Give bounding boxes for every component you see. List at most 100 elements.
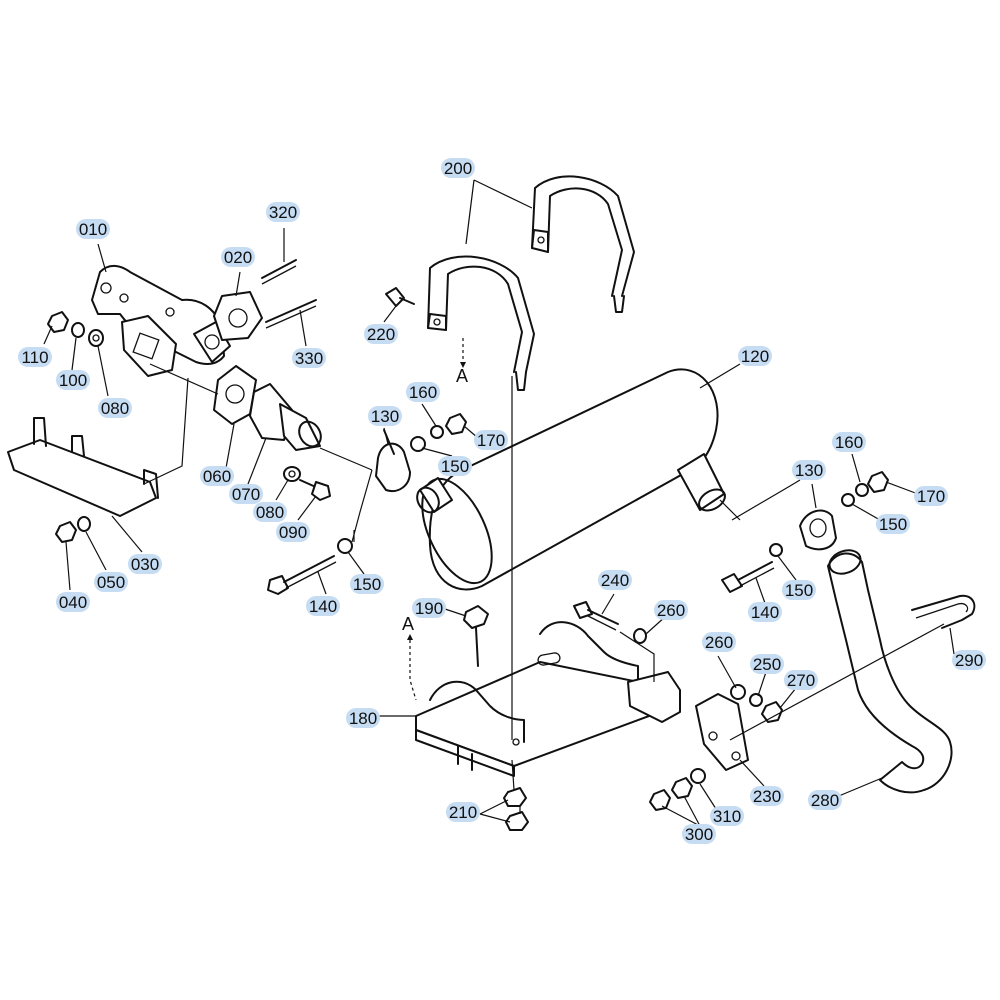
callout-130a: 130 (368, 406, 402, 426)
arrow-markers (407, 362, 466, 640)
nut-300-a[interactable] (649, 789, 671, 811)
spring-washer-160-a[interactable] (430, 425, 444, 439)
callout-010: 010 (76, 219, 110, 239)
callout-080b: 080 (253, 502, 287, 522)
callout-040: 040 (56, 592, 90, 612)
callout-290: 290 (952, 650, 986, 670)
svg-text:180: 180 (349, 709, 377, 728)
u-bolt[interactable] (911, 594, 976, 629)
callout-260b: 260 (702, 632, 736, 652)
assembly-lines (143, 338, 945, 814)
tailpipe-bracket[interactable] (695, 693, 749, 771)
callout-240: 240 (598, 570, 632, 590)
svg-text:040: 040 (59, 593, 87, 612)
svg-text:290: 290 (955, 651, 983, 670)
washer-260-a[interactable] (633, 628, 647, 644)
nut-040[interactable] (55, 521, 77, 543)
callout-110: 110 (18, 347, 52, 367)
bolt-140-a[interactable] (267, 555, 337, 595)
svg-text:060: 060 (203, 467, 231, 486)
svg-text:210: 210 (449, 803, 477, 822)
washer-150-d[interactable] (769, 543, 783, 557)
svg-text:050: 050 (97, 573, 125, 592)
svg-text:190: 190 (415, 599, 443, 618)
muffler-band-upper[interactable] (531, 175, 635, 313)
callout-labels: 010 020 320 330 110 100 080 060 070 080 … (18, 158, 986, 844)
callout-280: 280 (808, 790, 842, 810)
callout-020: 020 (221, 247, 255, 267)
washer-310[interactable] (690, 768, 706, 784)
bolt-220[interactable] (385, 287, 415, 307)
svg-text:250: 250 (753, 655, 781, 674)
spring-washer-100[interactable] (71, 322, 85, 338)
nut-170-b[interactable] (867, 471, 889, 493)
spring-washer-160-b[interactable] (855, 483, 869, 497)
nut-110[interactable] (47, 311, 69, 333)
washer-260-b[interactable] (730, 684, 746, 700)
muffler-body[interactable] (408, 368, 729, 593)
svg-text:150: 150 (441, 457, 469, 476)
heat-shield[interactable] (7, 417, 159, 517)
exhaust-pipe[interactable] (249, 383, 325, 451)
svg-text:220: 220 (367, 325, 395, 344)
bolt-090[interactable] (299, 479, 331, 501)
svg-text:030: 030 (131, 555, 159, 574)
callout-180: 180 (346, 708, 380, 728)
svg-text:170: 170 (917, 487, 945, 506)
callout-150c: 150 (876, 514, 910, 534)
svg-text:230: 230 (753, 787, 781, 806)
nut-270[interactable] (761, 701, 783, 723)
svg-text:260: 260 (657, 601, 685, 620)
washer-050[interactable] (77, 516, 91, 532)
bolt-140-b[interactable] (721, 561, 775, 593)
callout-160b: 160 (832, 432, 866, 452)
svg-text:320: 320 (269, 203, 297, 222)
nut-300-b[interactable] (671, 777, 693, 799)
nut-170-a[interactable] (445, 413, 467, 435)
callout-320: 320 (266, 202, 300, 222)
svg-text:200: 200 (444, 159, 472, 178)
callout-220: 220 (364, 324, 398, 344)
callout-050: 050 (94, 572, 128, 592)
callout-210: 210 (446, 802, 480, 822)
clamp-130-left[interactable] (375, 429, 411, 492)
manifold-gasket[interactable] (213, 291, 263, 341)
washer-150-c[interactable] (841, 493, 855, 507)
bolt-190[interactable] (463, 605, 489, 667)
callout-230: 230 (750, 786, 784, 806)
bolt-240[interactable] (573, 601, 619, 631)
spring-washer-250[interactable] (749, 693, 763, 707)
reference-marker-a-lower: A (402, 614, 414, 634)
svg-text:100: 100 (59, 371, 87, 390)
callout-150b: 150 (350, 574, 384, 594)
clamp-130-right[interactable] (799, 509, 837, 551)
callout-190: 190 (412, 598, 446, 618)
washer-150-a[interactable] (410, 436, 426, 452)
stud-320[interactable] (261, 259, 297, 285)
washer-150-b[interactable] (337, 538, 353, 554)
callout-270: 270 (784, 670, 818, 690)
svg-text:300: 300 (685, 825, 713, 844)
washer-080b[interactable] (283, 466, 301, 482)
callout-150d: 150 (782, 580, 816, 600)
svg-text:070: 070 (232, 485, 260, 504)
nut-210-upper[interactable] (503, 787, 527, 807)
exhaust-manifold[interactable] (91, 265, 231, 377)
svg-text:110: 110 (21, 348, 48, 367)
svg-text:160: 160 (409, 383, 437, 402)
tail-pipe[interactable] (826, 546, 953, 794)
muffler-band-lower[interactable] (427, 255, 535, 391)
svg-text:140: 140 (309, 597, 337, 616)
svg-text:090: 090 (279, 523, 307, 542)
callout-310: 310 (710, 806, 744, 826)
stud-330[interactable] (265, 299, 317, 329)
callout-030: 030 (128, 554, 162, 574)
reference-marker-a-upper: A (456, 366, 468, 386)
nut-210-lower[interactable] (505, 811, 529, 831)
callout-250: 250 (750, 654, 784, 674)
callout-100: 100 (56, 370, 90, 390)
muffler-bracket[interactable] (415, 621, 681, 777)
callout-140b: 140 (748, 602, 782, 622)
washer-080a[interactable] (88, 329, 104, 347)
